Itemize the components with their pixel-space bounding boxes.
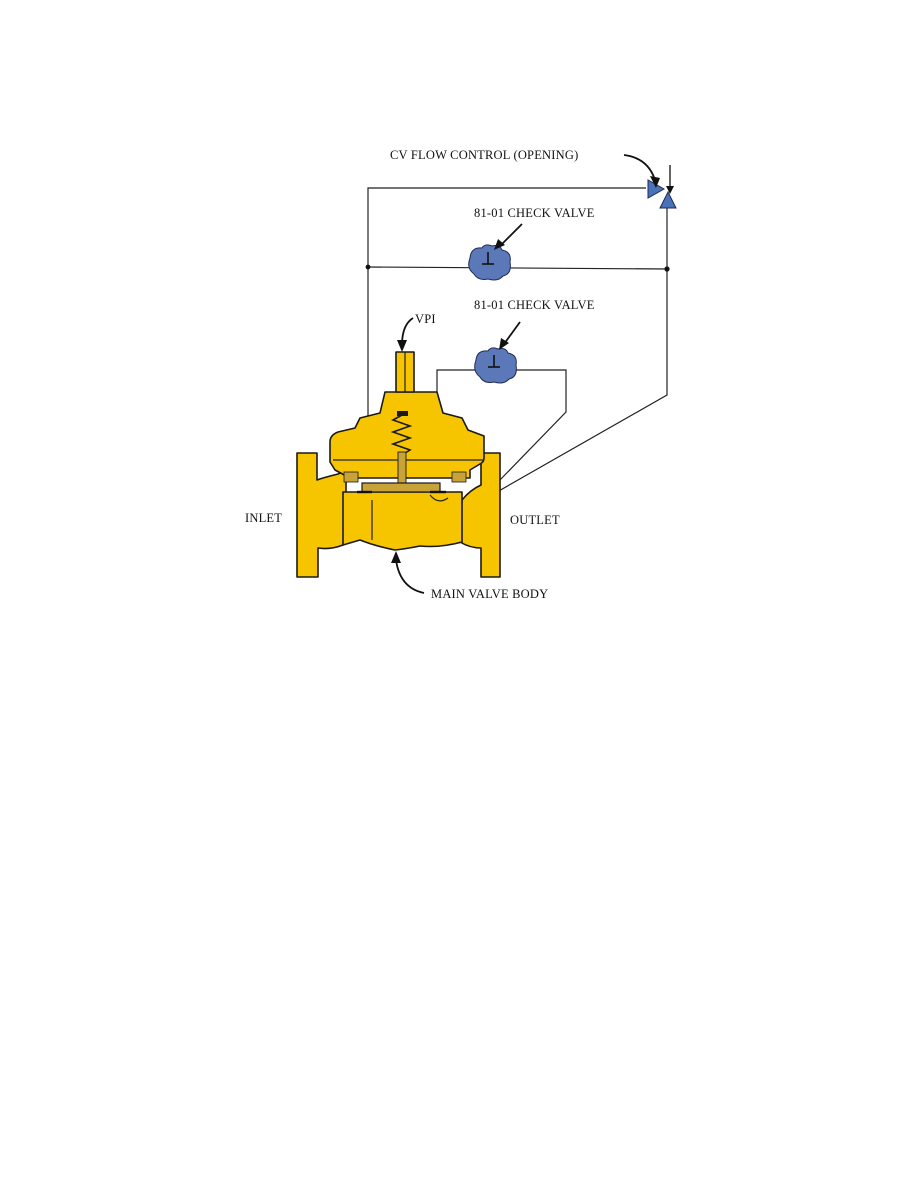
arrow-flow-control [623, 154, 656, 181]
tubing-top [367, 187, 646, 418]
spring [390, 414, 413, 456]
lower-check-valve [474, 347, 517, 384]
upper-check-valve [468, 244, 511, 281]
junction-dot-right [664, 266, 670, 272]
label-inlet: INLET [245, 511, 282, 525]
lower-body [342, 491, 463, 551]
bonnet-flange [329, 391, 485, 479]
tubing-middle [367, 266, 668, 270]
arrow-main-body-head [391, 551, 401, 563]
lower-check-valve-body [474, 347, 517, 384]
arrow-vpi-head [397, 340, 407, 352]
arrow-check-valve-upper-head [494, 239, 505, 250]
arrow-check-valve-upper [499, 223, 523, 247]
main-valve-body [296, 351, 501, 578]
body-curve [429, 494, 449, 502]
label-flow-control: CV FLOW CONTROL (OPENING) [390, 148, 578, 162]
arrow-flow-control-head [650, 176, 660, 188]
cover-recess-left [343, 471, 359, 483]
arrow-main-body [395, 559, 425, 594]
valve-disc [361, 482, 441, 493]
label-outlet: OUTLET [510, 513, 560, 527]
flow-control-valve [647, 165, 677, 209]
spring-cap [397, 411, 408, 416]
leader-arrows [391, 154, 660, 594]
upper-check-valve-body [468, 244, 511, 281]
label-check-valve-lower: 81-01 CHECK VALVE [474, 298, 595, 312]
flow-control-lower-triangle [659, 190, 677, 209]
label-main-valve-body: MAIN VALVE BODY [431, 587, 548, 601]
cover-recess-right [451, 471, 467, 483]
valve-stem [397, 451, 407, 485]
tubing-lower-loop-right [497, 369, 567, 483]
arrow-check-valve-lower-head [499, 338, 509, 350]
tubing-lower-loop [436, 369, 477, 398]
junction-dot-left [365, 264, 371, 270]
label-vpi: VPI [415, 312, 436, 326]
flow-control-needle-tip [666, 186, 674, 194]
arrow-check-valve-lower [503, 321, 521, 345]
label-check-valve-upper: 81-01 CHECK VALVE [474, 206, 595, 220]
